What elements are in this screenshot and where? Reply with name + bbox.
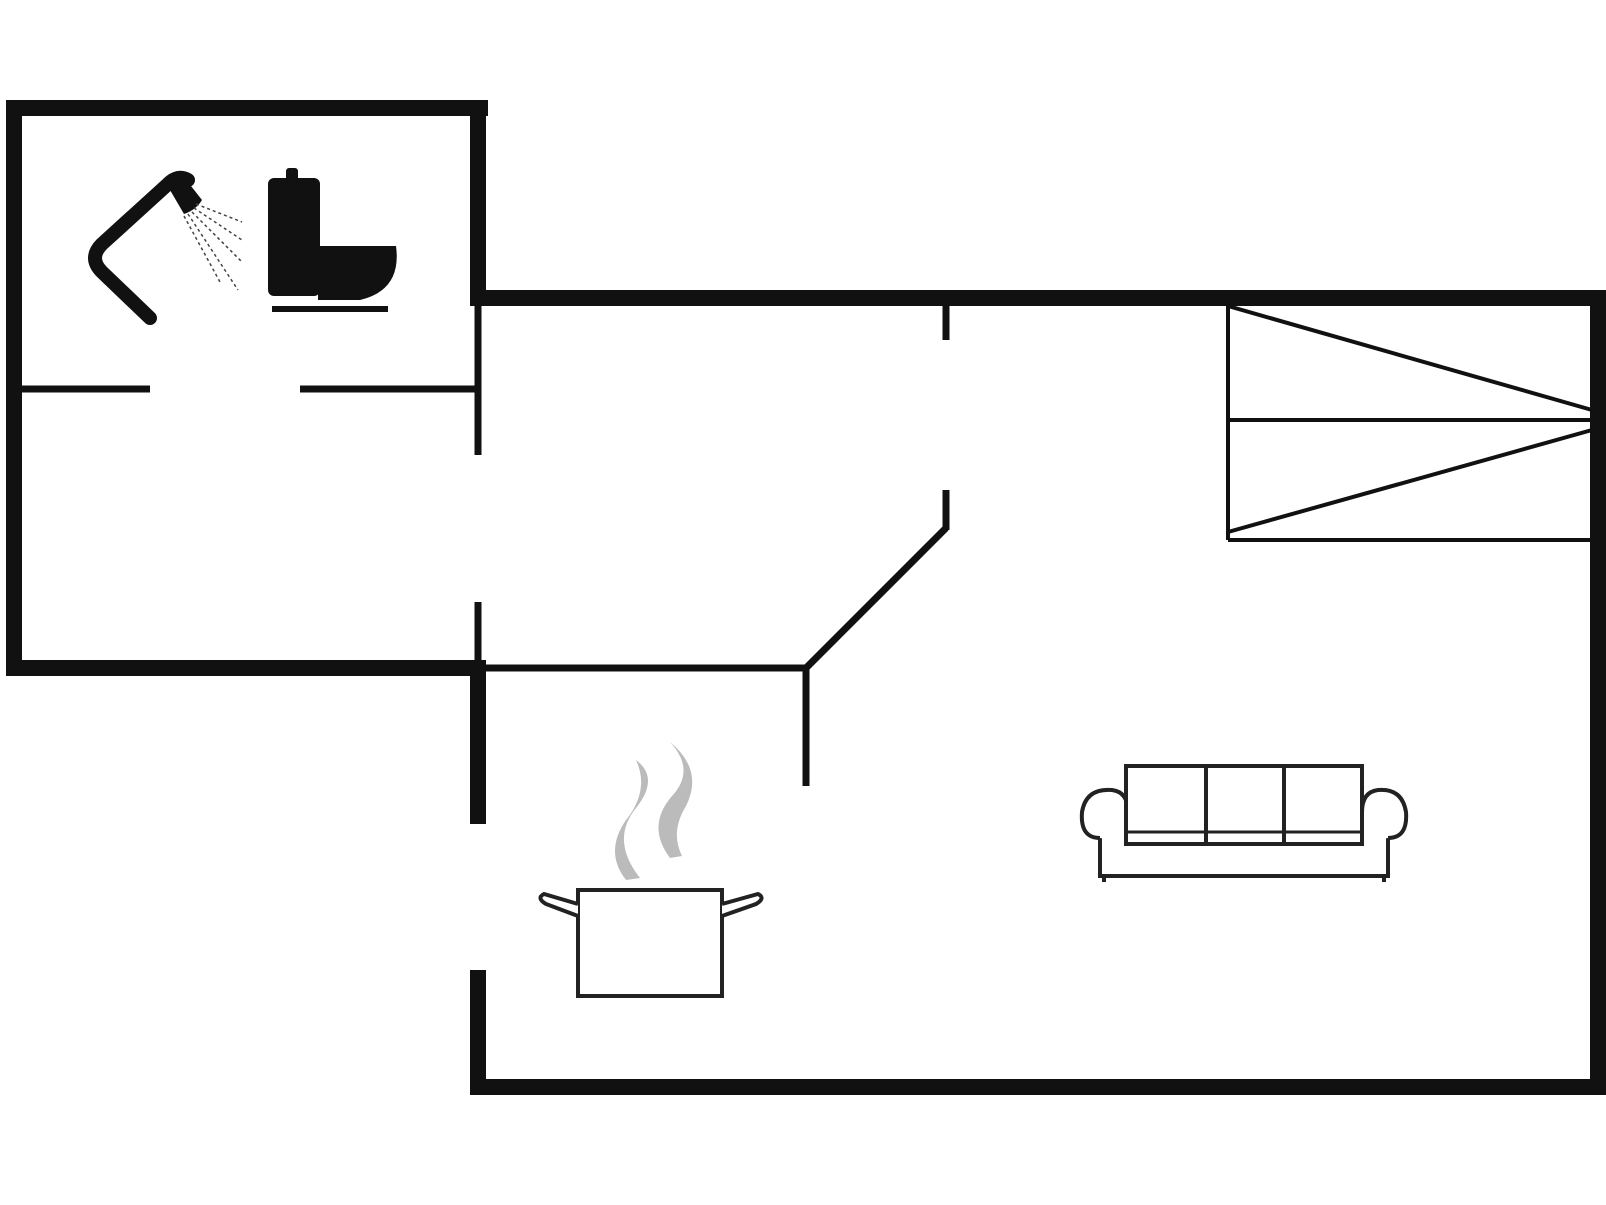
stairs-arrow-top [1227,304,1593,412]
cooking-pot-icon [538,742,764,998]
outer-walls [6,100,1606,1095]
steam-right [658,742,693,858]
toilet-flush [286,168,298,182]
sofa-base [1098,838,1390,878]
stairs-arrow-bottom [1227,428,1593,534]
sofa-arm-left [1079,787,1130,842]
pot-body [576,888,724,998]
interior-walls [22,300,950,786]
sofa-icon [1079,764,1409,882]
steam-left [615,760,648,880]
shower-head [170,172,202,214]
toilet-icon [268,168,397,312]
wall-diagonal [803,525,949,671]
toilet-tank [268,178,320,296]
pot-handle-right [721,891,764,918]
shower-icon [88,170,243,325]
shower-handle [88,170,195,325]
staircase-icon [1226,304,1593,542]
toilet-base [272,306,388,312]
toilet-bowl [318,246,397,300]
sofa-arm-right [1360,787,1409,842]
pot-handle-left [538,891,579,918]
shower-spray [183,203,243,291]
